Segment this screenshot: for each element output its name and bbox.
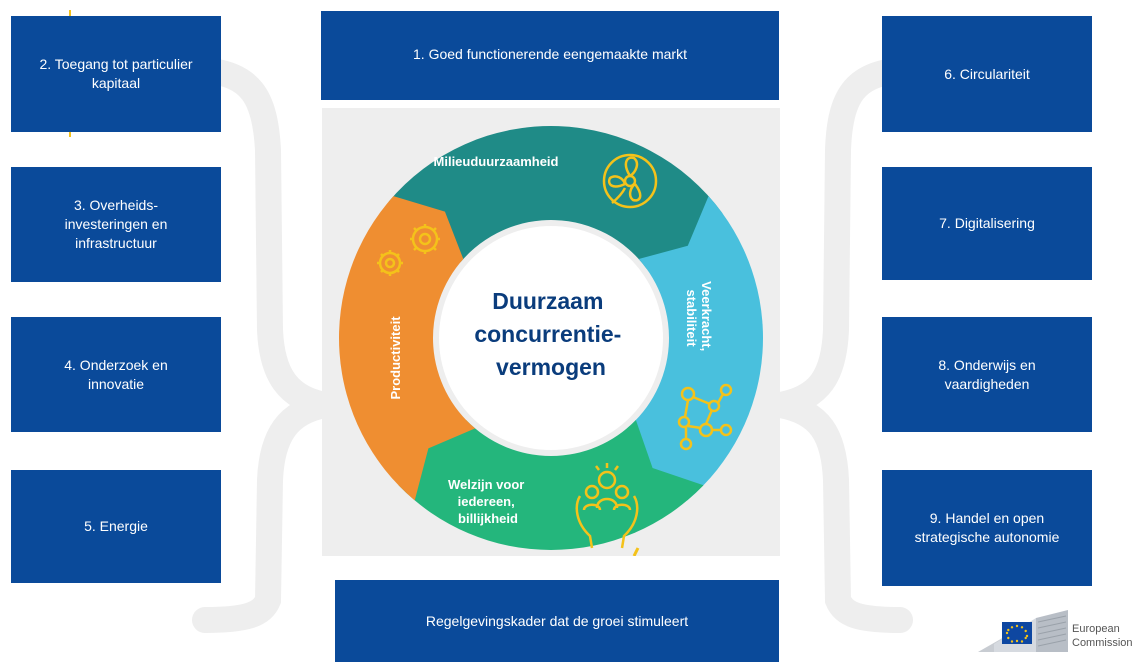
segment-resilience [626,196,763,501]
fan-leaf-icon [602,153,658,209]
center-title-line-2: concurrentie- [474,321,621,347]
pillar-box-9: 9. Handel en open strategische autonomie [882,470,1092,586]
center-title-line-1: Duurzaam [492,288,603,314]
segment-environment [388,126,723,269]
accent-line-top-left [69,10,71,19]
gears-icon [377,224,440,276]
pillar-box-1: 1. Goed functionerende eengemaakte markt [321,11,779,100]
pillar-box-5: 5. Energie [11,470,221,583]
ec-logo-text-2: Commission [1072,637,1133,649]
center-title-line-3: vermogen [496,354,606,380]
segment-label-environment: Milieuduurzaamheid [434,154,559,169]
ec-building-icon [978,610,1068,652]
ec-logo-text-1: European [1072,623,1120,635]
segment-label-wellbeing: Welzijn voor iedereen, billijkheid [448,477,528,526]
pillar-box-6: 6. Circulariteit [882,16,1092,132]
pillar-box-8: 8. Onderwijs en vaardigheden [882,317,1092,432]
wellbeing-line-2: iedereen, [458,494,515,509]
pillar-box-2: 2. Toegang tot particulier kapitaal [11,16,221,132]
people-in-hands-icon [575,463,639,549]
left-brace [192,57,328,633]
pillar-box-7: 7. Digitalisering [882,167,1092,280]
resilience-line-2: stabiliteit [684,289,699,347]
segment-productivity [339,196,476,501]
wellbeing-line-3: billijkheid [458,511,518,526]
segment-label-resilience: Veerkracht, stabiliteit [684,281,714,355]
segment-label-productivity: Productiviteit [388,316,403,400]
cycle-segments [339,126,763,550]
wellbeing-line-1: Welzijn voor [448,477,524,492]
right-brace [777,57,913,633]
regulatory-framework-box: Regelgevingskader dat de groei stimuleer… [335,580,779,662]
competitiveness-cycle: Duurzaam concurrentie- vermogen Milieudu… [322,108,780,556]
resilience-line-1: Veerkracht, [699,281,714,351]
pillar-box-3: 3. Overheids- investeringen en infrastru… [11,167,221,282]
pillar-box-4: 4. Onderzoek en innovatie [11,317,221,432]
european-commission-logo: European Commission [976,608,1133,653]
cycle-center-circle [439,226,663,450]
network-icon [677,383,733,451]
accent-line-cycle-bottom [632,547,640,556]
segment-wellbeing [398,419,704,550]
cycle-center-title: Duurzaam concurrentie- vermogen [474,288,627,380]
